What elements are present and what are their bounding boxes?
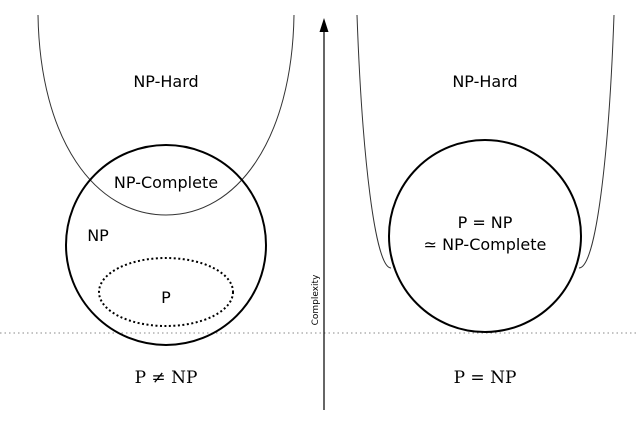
left-np-complete-label: NP-Complete bbox=[114, 173, 218, 192]
complexity-axis-label: Complexity bbox=[311, 274, 321, 326]
right-equality-line1: P = NP bbox=[458, 213, 513, 232]
left-np-label: NP bbox=[87, 226, 109, 245]
left-p-label: P bbox=[161, 288, 171, 307]
axis-arrowhead bbox=[319, 18, 329, 32]
right-p-np-circle bbox=[388, 139, 582, 333]
left-p-ellipse bbox=[98, 257, 234, 327]
left-np-hard-curve bbox=[37, 14, 295, 216]
right-np-hard-curve bbox=[356, 14, 615, 269]
left-caption: P ≠ NP bbox=[135, 368, 198, 388]
right-equality-line2: ≃ NP-Complete bbox=[424, 235, 547, 254]
right-caption: P = NP bbox=[454, 368, 517, 388]
right-np-hard-label: NP-Hard bbox=[452, 72, 517, 91]
left-np-circle bbox=[65, 144, 267, 346]
left-np-hard-label: NP-Hard bbox=[133, 72, 198, 91]
